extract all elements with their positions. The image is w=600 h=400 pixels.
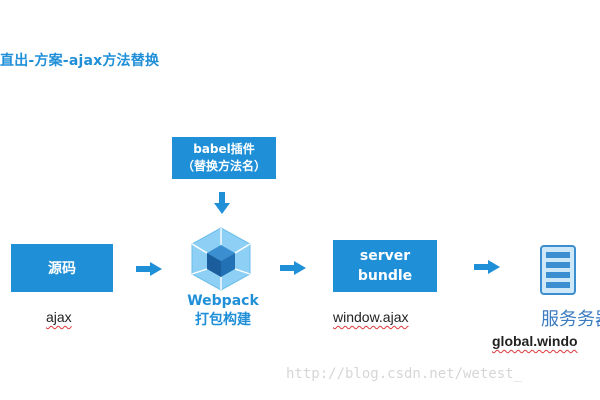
babel-plugin-box: babel插件 （替换方法名） — [172, 137, 276, 179]
webpack-label: Webpack 打包构建 — [178, 292, 268, 330]
slide-title: 直出-方案-ajax方法替换 — [0, 53, 160, 69]
arrow-right-icon — [136, 262, 162, 276]
server-bundle-line1: server — [359, 248, 411, 264]
watermark-url: http://blog.csdn.net/wetest_ — [286, 366, 523, 382]
source-code-box: 源码 — [11, 244, 113, 292]
ajax-label: ajax — [46, 309, 72, 325]
arrow-down-icon — [214, 192, 230, 214]
arrow-right-icon — [474, 260, 500, 274]
webpack-build-caption: 打包构建 — [195, 312, 251, 328]
webpack-cube-icon — [191, 227, 251, 291]
server-bundle-line2: bundle — [357, 268, 413, 284]
server-bundle-box: server bundle — [333, 240, 437, 292]
server-rack-icon — [540, 245, 576, 295]
webpack-name: Webpack — [187, 293, 259, 309]
window-ajax-label: window.ajax — [333, 309, 409, 325]
babel-plugin-description: （替换方法名） — [181, 159, 266, 173]
server-label: 服务务器 — [541, 309, 600, 330]
arrow-right-icon — [280, 261, 306, 275]
global-window-label: global.windo — [492, 333, 578, 349]
babel-plugin-name: babel插件 — [193, 142, 255, 156]
source-code-label: 源码 — [48, 261, 76, 277]
